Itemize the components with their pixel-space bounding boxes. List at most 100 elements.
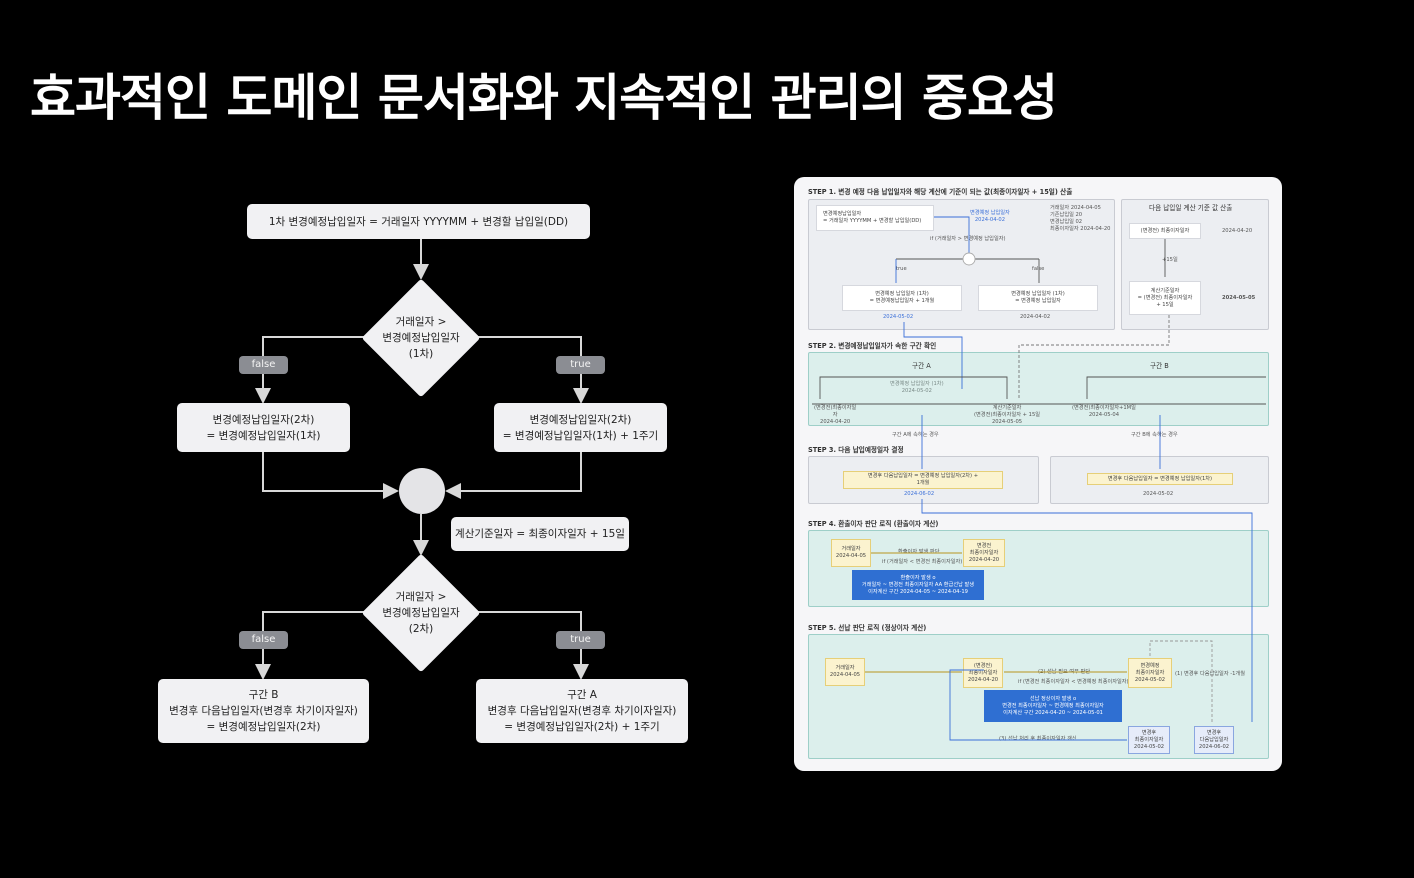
s1-right-date: 2024-04-02 — [1020, 314, 1051, 320]
s1-false: false — [1032, 266, 1045, 272]
false-badge-2: false — [239, 631, 288, 649]
s1-calc-line: 계산기준일자 — [1150, 287, 1180, 294]
step5-trade-line: 거래일자 — [835, 665, 855, 671]
calc-box: 계산기준일자 = 최종이자일자 + 15일 — [451, 517, 629, 551]
s1-left-date: 2024-05-02 — [883, 314, 914, 320]
step2-case-a: 구간 A에 속하는 경우 — [892, 432, 939, 438]
step2-mid-line: 변경예정 납입일자 (1차) — [890, 381, 944, 387]
left-result-2-line: 변경후 다음납입일자(변경후 차기이자일자) — [169, 705, 358, 717]
step2-tick-1: (변경전)최종이자일 자 2024-04-20 — [814, 405, 856, 426]
s1-calc-box: 계산기준일자 = (변경전) 최종이자일자 + 15일 — [1129, 281, 1201, 315]
decision-2-line: 거래일자 > — [395, 591, 447, 603]
step4-last-line: 변경전 — [976, 542, 992, 549]
step4-result-line: 이자계산 구간 2024-04-05 ~ 2024-04-19 — [868, 588, 968, 595]
step2-mid-label: 변경예정 납입일자 (1차) 2024-05-02 — [890, 381, 944, 395]
decision-1-label: 거래일자 > 변경예정납입일자 (1차) — [356, 314, 486, 362]
step5-after-next-line: 변경후 — [1206, 729, 1222, 736]
true-badge-2: true — [556, 631, 605, 649]
s1-condition: if (거래일자 > 변경예정 납입일자) — [930, 236, 1006, 242]
decision-1-line: 변경예정납입일자 — [382, 332, 460, 344]
s1-left-box: 변경예정 납입일자 (1차) = 변경예정납입일자 + 1개월 — [842, 285, 962, 311]
step5-after-last-line: 변경후 — [1141, 729, 1157, 736]
right-result-2-line: = 변경예정납입일자(2차) + 1주기 — [504, 721, 660, 733]
step5-last-line: 최종이자일자 — [968, 669, 998, 676]
step5-after-last-box: 변경후 최종이자일자 2024-05-02 — [1128, 726, 1170, 754]
step3-left-line: 변경후 다음납입일자 = 변경예정 납입일자(2차) + — [867, 473, 979, 479]
s1-right-line: 변경예정 납입일자 (1차) — [1011, 291, 1065, 297]
decision-1-line: 거래일자 > — [395, 316, 447, 328]
s1-blue-line: 변경예정 납입일자 — [970, 210, 1010, 216]
step5-result-box: 선납 정상이자 발생 o 변경전 최종이자일자 ~ 변경예정 최종이자일자 이자… — [984, 690, 1122, 722]
step4-title: STEP 4. 환출이자 판단 로직 (환출이자 계산) — [808, 520, 939, 528]
step5-last-line: 2024-04-20 — [967, 676, 999, 683]
step2-tick-1-line: (변경전)최종이자일 — [814, 405, 857, 411]
s1-last-interest-line: (변경전) 최종이자일자 — [1140, 227, 1190, 234]
step5-after-last-line: 최종이자일자 — [1134, 736, 1164, 743]
step2-tick-2: 계산기준일자 (변경전)최종이자일자 + 15일 2024-05-05 — [974, 405, 1040, 426]
s1-plus15: +15일 — [1162, 257, 1178, 263]
step5-update-note: (3) 선납 처리 후 최종이자일자 갱신 — [999, 736, 1077, 742]
left-result-1: 변경예정납입일자(2차) = 변경예정납입일자(1차) — [177, 403, 350, 452]
step5-result-line: 변경전 최종이자일자 ~ 변경예정 최종이자일자 — [1002, 702, 1104, 709]
step4-result-box: 환출이자 발생 o 거래일자 ~ 변경전 최종이자일자 AA 환급선납 발생 이… — [852, 570, 984, 600]
step3-right-box: 변경후 다음납입일자 = 변경예정 납입일자(1차) — [1087, 473, 1233, 485]
step2-tick-3-line: (변경전)최종이자일자+1M일 — [1072, 405, 1136, 411]
step5-result-line: 이자계산 구간 2024-04-20 ~ 2024-05-01 — [1003, 709, 1103, 716]
step2-case-b: 구간 B에 속하는 경우 — [1131, 432, 1178, 438]
step3-right-date: 2024-05-02 — [1143, 491, 1174, 497]
step5-planned-line: 변경예정 — [1140, 662, 1160, 669]
step3-right-line: 변경후 다음납입일자 = 변경예정 납입일자(1차) — [1107, 475, 1213, 482]
s1-calc-line: = (변경전) 최종이자일자 — [1137, 294, 1193, 301]
s1-right-line: = 변경예정 납입일자 — [1015, 298, 1061, 304]
step2-zone-b: 구간 B — [1150, 362, 1169, 370]
right-result-2: 구간 A 변경후 다음납입일자(변경후 차기이자일자) = 변경예정납입일자(2… — [476, 679, 688, 743]
step2-tick-2-line: 계산기준일자 — [992, 405, 1022, 411]
merge-node — [399, 468, 445, 514]
step2-tick-1-line: 자 — [832, 412, 838, 418]
page-title: 효과적인 도메인 문서화와 지속적인 관리의 중요성 — [30, 69, 1058, 127]
decision-2-label: 거래일자 > 변경예정납입일자 (2차) — [356, 589, 486, 637]
step4-result-line: 거래일자 ~ 변경전 최종이자일자 AA 환급선납 발생 — [861, 581, 975, 588]
step2-tick-3: (변경전)최종이자일자+1M일 2024-05-04 — [1072, 405, 1136, 419]
start-text: 1차 변경예정납입일자 = 거래일자 YYYYMM + 변경할 납입일(DD) — [268, 215, 569, 228]
step5-last-box: (변경전) 최종이자일자 2024-04-20 — [963, 658, 1003, 688]
s1-formula-box: 변경예정납입일자 = 거래일자 YYYYMM + 변경할 납입일(DD) — [816, 205, 934, 231]
s1-right-box: 변경예정 납입일자 (1차) = 변경예정 납입일자 — [978, 285, 1098, 311]
s1-info-line: 기존납입일 20 — [1050, 212, 1083, 218]
step2-title: STEP 2. 변경예정납입일자가 속한 구간 확인 — [808, 342, 937, 350]
s1-formula-line: = 거래일자 YYYYMM + 변경할 납입일(DD) — [823, 218, 922, 224]
step4-trade-line: 2024-04-05 — [835, 553, 867, 559]
s1-left-line: = 변경예정납입일자 + 1개월 — [869, 298, 935, 304]
s1-info: 거래일자 2024-04-05 기존납입일 20 변경납입일 02 최종이자일자… — [1050, 205, 1110, 233]
true-badge-1: true — [556, 356, 605, 374]
s1-true: true — [896, 266, 907, 272]
step4-mid: 환출이자 발생 판단 — [898, 549, 940, 555]
detail-diagram-panel: STEP 1. 변경 예정 다음 납입일자와 해당 계산에 기준이 되는 값(최… — [794, 177, 1282, 771]
step2-tick-3-line: 2024-05-04 — [1088, 412, 1120, 418]
step5-mid: (2) 선납 필요 여부 판단 — [1038, 669, 1091, 675]
step5-result-line: 선납 정상이자 발생 o — [1029, 695, 1077, 702]
step3-left-date: 2024-06-02 — [904, 491, 935, 497]
s1-info-line: 변경납입일 02 — [1050, 219, 1083, 225]
left-result-2-line: 구간 B — [248, 689, 279, 701]
step3-title: STEP 3. 다음 납입예정일자 결정 — [808, 446, 904, 454]
s1-formula-line: 변경예정납입일자 — [823, 211, 862, 217]
right-result-1-line: 변경예정납입일자(2차) — [529, 413, 632, 426]
s1-calc-line: + 15일 — [1156, 301, 1174, 308]
decision-2-line: (2차) — [408, 623, 434, 635]
step5-trade-box: 거래일자 2024-04-05 — [825, 658, 865, 686]
step5-cond: if (변경전 최종이자일자 < 변경예정 최종이자일자) — [1018, 679, 1129, 685]
step2-tick-2-line: 2024-05-05 — [991, 419, 1023, 425]
step2-tick-2-line: (변경전)최종이자일자 + 15일 — [974, 412, 1041, 418]
s1-blue-label: 변경예정 납입일자 2024-04-02 — [970, 210, 1010, 224]
s1-last-interest-box: (변경전) 최종이자일자 — [1129, 223, 1201, 239]
step3-left-box: 변경후 다음납입일자 = 변경예정 납입일자(2차) + 1개월 — [843, 471, 1003, 489]
left-result-1-line: 변경예정납입일자(2차) — [212, 413, 315, 426]
right-result-1: 변경예정납입일자(2차) = 변경예정납입일자(1차) + 1주기 — [494, 403, 667, 452]
step4-result-line: 환출이자 발생 o — [900, 574, 936, 581]
right-result-1-line: = 변경예정납입일자(1차) + 1주기 — [502, 429, 659, 442]
s1-left-line: 변경예정 납입일자 (1차) — [875, 291, 929, 297]
decision-2-line: 변경예정납입일자 — [382, 607, 460, 619]
step5-after-next-line: 2024-06-02 — [1198, 743, 1230, 750]
